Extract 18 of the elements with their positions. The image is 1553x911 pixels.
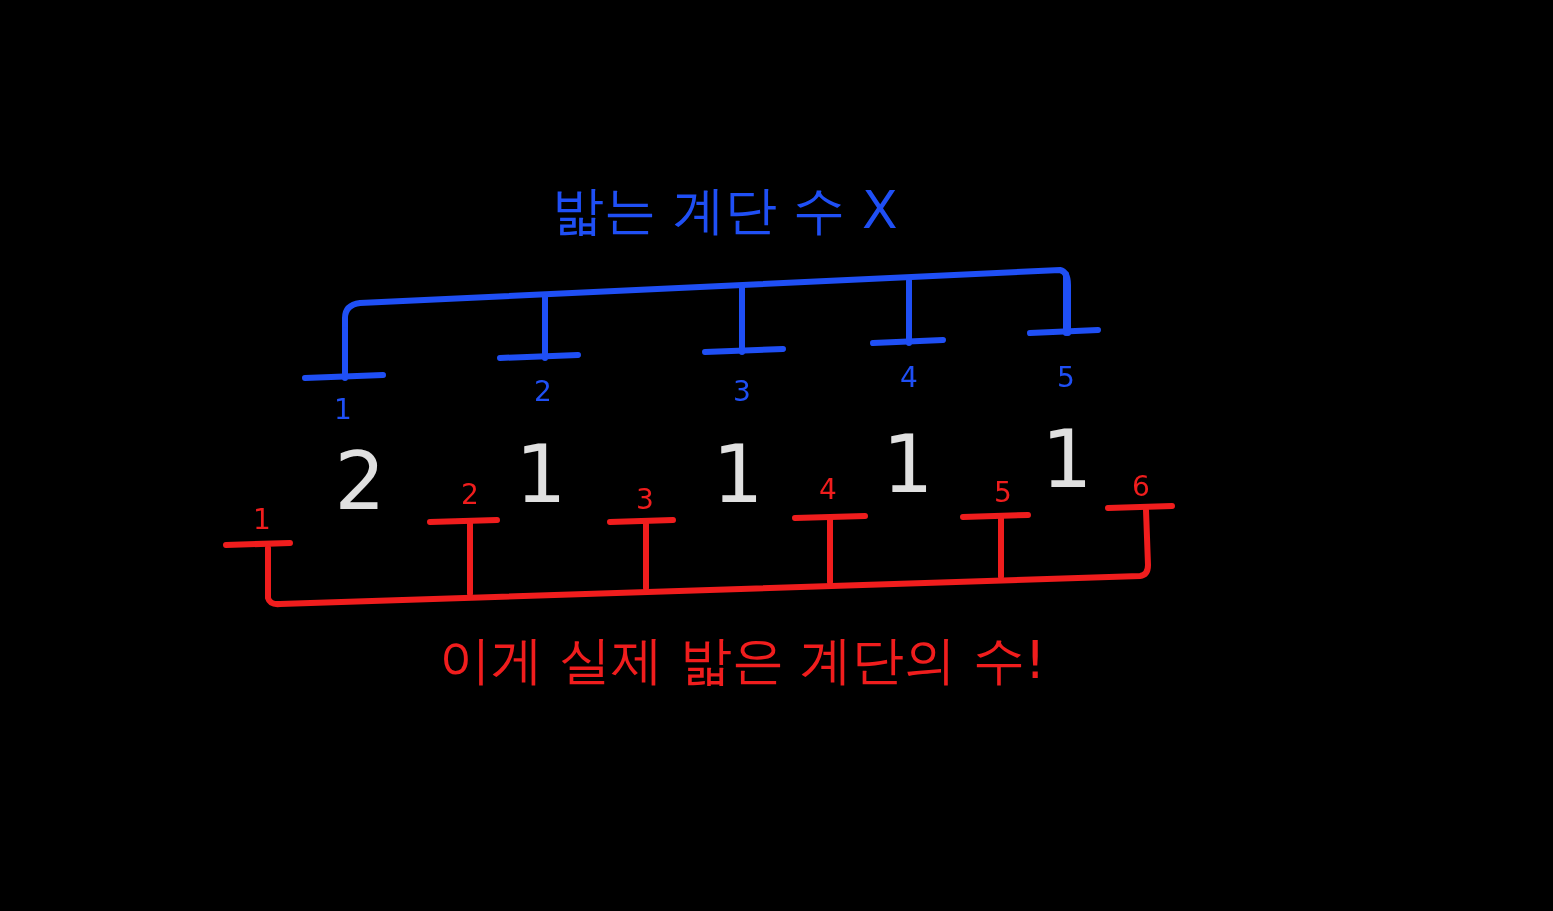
step-count: 1 bbox=[882, 425, 934, 505]
step-number: 3 bbox=[636, 486, 654, 514]
step-number: 5 bbox=[994, 479, 1012, 507]
step-count: 1 bbox=[515, 435, 567, 515]
step-number: 4 bbox=[900, 364, 918, 392]
heading: 밟는 계단 수 X bbox=[552, 184, 898, 236]
step-number: 2 bbox=[534, 378, 552, 406]
step-count: 1 bbox=[1041, 420, 1093, 500]
step-number: 4 bbox=[819, 476, 837, 504]
step-number: 5 bbox=[1057, 364, 1075, 392]
caption-text: 이게 실제 밟은 계단의 수! bbox=[438, 634, 1046, 686]
step-number: 6 bbox=[1132, 473, 1150, 501]
step-number: 1 bbox=[253, 506, 271, 534]
step-count: 1 bbox=[712, 435, 764, 515]
step-number: 2 bbox=[461, 481, 479, 509]
step-number: 3 bbox=[733, 378, 751, 406]
step-count: 2 bbox=[334, 442, 386, 522]
step-number: 1 bbox=[334, 396, 352, 424]
